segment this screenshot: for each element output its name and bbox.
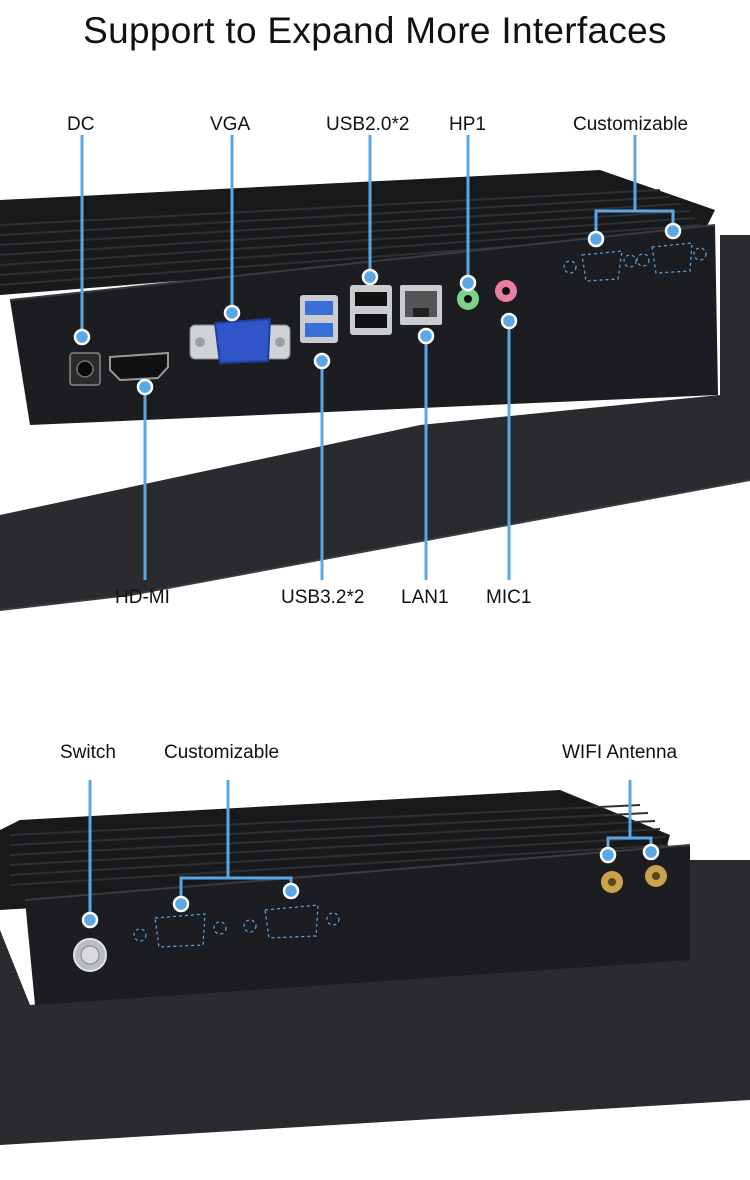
label-wifi-antenna: WIFI Antenna: [562, 742, 678, 763]
power-switch: [73, 938, 107, 972]
callout-dots-2: [81, 843, 660, 929]
label-switch: Switch: [60, 742, 116, 763]
usb32-ports: [300, 295, 338, 343]
page-title: Support to Expand More Interfaces: [83, 10, 667, 51]
label-vga: VGA: [210, 114, 251, 135]
monitor-back-panel: [0, 235, 750, 610]
dc-port: [69, 352, 101, 386]
bottom-port-photo: [0, 780, 750, 1145]
lan-port: [400, 285, 442, 325]
customizable-outlines-2: [133, 904, 340, 948]
label-hdmi: HD-MI: [115, 587, 170, 608]
label-usb20: USB2.0*2: [326, 114, 410, 135]
label-customizable-top: Customizable: [573, 114, 689, 135]
customizable-outlines: [563, 242, 707, 282]
label-usb32: USB3.2*2: [281, 587, 365, 608]
callout-dots: [73, 222, 682, 396]
label-mic1: MIC1: [486, 587, 532, 608]
hdmi-port: [109, 351, 169, 382]
top-port-photo: [0, 135, 750, 611]
monitor-back-panel-2: [0, 860, 750, 1145]
callout-lines: [80, 135, 675, 580]
hp-jack: [457, 288, 479, 310]
label-lan1: LAN1: [401, 587, 449, 608]
wifi-connectors: [601, 865, 667, 893]
mic-jack: [495, 280, 517, 302]
chassis-front-face-2: [25, 845, 690, 1005]
label-customizable-bottom: Customizable: [164, 742, 280, 763]
vga-port: [189, 317, 291, 365]
label-hp1: HP1: [449, 114, 486, 135]
usb20-ports: [350, 285, 392, 335]
label-dc: DC: [67, 114, 95, 135]
